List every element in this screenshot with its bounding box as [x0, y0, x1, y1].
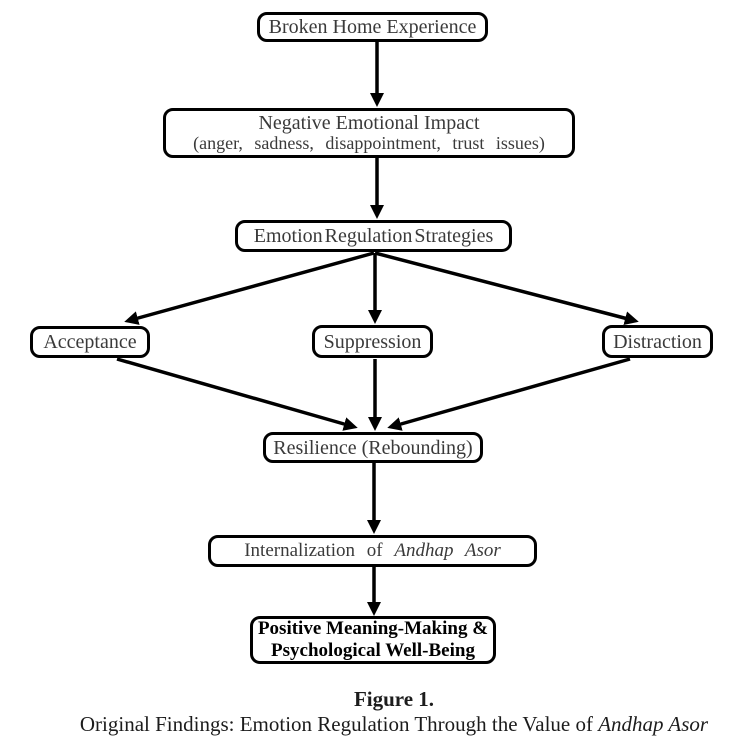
- figure-number: Figure 1.: [353, 687, 435, 711]
- node-positive-meaning-making: Positive Meaning-Making & Psychological …: [250, 616, 496, 664]
- node-acceptance: Acceptance: [30, 326, 150, 358]
- arrow-distraction-to-resilience: [387, 357, 631, 431]
- node-suppression: Suppression: [312, 325, 433, 358]
- figure-title-text: Original Findings: Emotion Regulation Th…: [79, 712, 599, 736]
- node-broken-home-experience: Broken Home Experience: [257, 12, 488, 42]
- figure-title: Original Findings: Emotion Regulation Th…: [22, 711, 744, 737]
- node-label: Acceptance: [43, 331, 137, 353]
- node-label-line2: Psychological Well-Being: [271, 640, 475, 661]
- node-internalization-andhap-asor: Internalization of Andhap Asor: [208, 535, 537, 567]
- node-label: Internalization of Andhap Asor: [244, 539, 501, 562]
- node-sublabel: (anger, sadness, disappointment, trust i…: [193, 133, 545, 154]
- figure-caption: Figure 1. Original Findings: Emotion Reg…: [22, 687, 744, 737]
- node-label: Negative Emotional Impact: [258, 112, 480, 135]
- arrow-acceptance-to-resilience: [116, 357, 358, 431]
- node-label-prefix: Internalization of: [244, 539, 395, 561]
- node-resilience-rebounding: Resilience (Rebounding): [263, 432, 483, 463]
- node-label: Emotion Regulation Strategies: [253, 225, 494, 247]
- node-negative-emotional-impact: Negative Emotional Impact (anger, sadnes…: [163, 108, 575, 158]
- node-distraction: Distraction: [602, 325, 713, 358]
- node-label-line1: Positive Meaning-Making &: [257, 618, 489, 640]
- node-label: Broken Home Experience: [268, 16, 477, 38]
- node-label: Suppression: [323, 330, 422, 353]
- figure-title-italic: Andhap Asor: [598, 712, 709, 736]
- node-label: Distraction: [613, 330, 702, 353]
- node-emotion-regulation-strategies: Emotion Regulation Strategies: [235, 220, 512, 252]
- arrow-strategies-to-distraction: [374, 251, 639, 326]
- node-label-italic: Andhap Asor: [394, 539, 501, 561]
- arrow-strategies-to-acceptance: [124, 251, 375, 325]
- node-label: Resilience (Rebounding): [273, 436, 473, 459]
